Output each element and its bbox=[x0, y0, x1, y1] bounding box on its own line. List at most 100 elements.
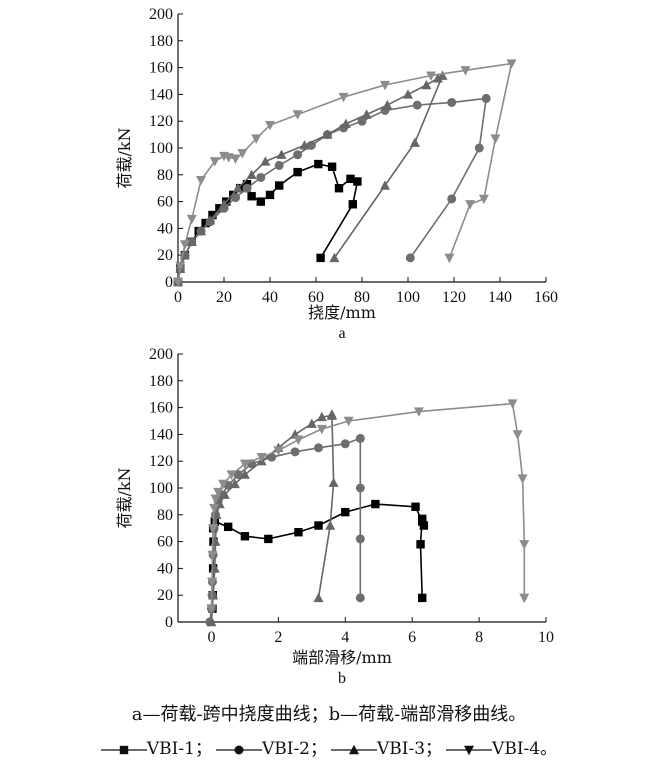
data-point bbox=[265, 190, 275, 200]
legend: VBI-1；VBI-2；VBI-3；VBI-4。 bbox=[0, 734, 658, 759]
data-point bbox=[403, 89, 413, 99]
data-point bbox=[242, 183, 252, 193]
data-point bbox=[265, 121, 275, 131]
data-point bbox=[247, 192, 256, 201]
data-point bbox=[276, 149, 287, 159]
data-point bbox=[314, 521, 323, 530]
x-tick-label: 8 bbox=[475, 629, 483, 646]
series-VBI-3 bbox=[206, 409, 339, 627]
y-axis-label: 荷载/kN bbox=[115, 467, 134, 528]
data-point bbox=[237, 149, 248, 159]
y-tick-label: 140 bbox=[149, 86, 173, 103]
legend-label: VBI-2 bbox=[261, 739, 310, 759]
legend-swatch bbox=[446, 745, 493, 755]
data-point bbox=[465, 200, 476, 210]
data-point bbox=[506, 59, 517, 69]
data-point bbox=[230, 154, 241, 164]
data-point bbox=[206, 616, 217, 627]
data-point bbox=[264, 534, 273, 544]
x-tick-label: 0 bbox=[174, 289, 182, 306]
series-VBI-4 bbox=[173, 59, 517, 288]
data-point bbox=[329, 252, 340, 263]
panel-label: b bbox=[338, 670, 346, 687]
y-tick-label: 180 bbox=[149, 33, 173, 50]
x-tick-label: 20 bbox=[216, 289, 232, 306]
data-point bbox=[275, 181, 284, 190]
data-point bbox=[316, 253, 325, 263]
data-point bbox=[517, 474, 528, 484]
data-point bbox=[233, 470, 243, 480]
data-point bbox=[346, 174, 355, 184]
data-point bbox=[196, 225, 206, 236]
y-tick-label: 200 bbox=[149, 6, 173, 23]
x-axis-label: 端部滑移/mm bbox=[292, 648, 392, 667]
data-point bbox=[426, 71, 436, 81]
data-point bbox=[314, 443, 324, 453]
x-tick-label: 120 bbox=[442, 289, 466, 306]
data-point bbox=[327, 162, 337, 171]
legend-item: VBI-2； bbox=[215, 734, 327, 759]
data-point bbox=[355, 433, 365, 443]
legend-marker bbox=[119, 745, 129, 754]
data-point bbox=[416, 540, 425, 549]
legend-separator: 。 bbox=[540, 739, 558, 759]
series-line bbox=[177, 62, 513, 283]
data-point bbox=[437, 70, 448, 80]
data-point bbox=[418, 593, 427, 603]
x-tick-label: 160 bbox=[534, 289, 558, 306]
legend-swatch bbox=[215, 745, 262, 754]
data-point bbox=[507, 399, 518, 409]
data-point bbox=[208, 210, 217, 220]
x-tick-label: 10 bbox=[538, 629, 554, 646]
data-point bbox=[361, 109, 372, 119]
y-tick-label: 60 bbox=[157, 194, 173, 211]
data-point bbox=[334, 184, 344, 193]
data-point bbox=[219, 199, 229, 209]
data-point bbox=[290, 447, 300, 457]
y-tick-label: 40 bbox=[157, 220, 173, 237]
data-point bbox=[382, 99, 393, 110]
data-point bbox=[179, 240, 190, 250]
y-tick-label: 140 bbox=[149, 426, 173, 443]
data-point bbox=[251, 134, 262, 144]
legend-marker bbox=[234, 745, 244, 754]
y-tick-label: 100 bbox=[149, 480, 173, 497]
data-point bbox=[419, 521, 429, 530]
data-point bbox=[348, 200, 357, 209]
data-point bbox=[447, 97, 457, 107]
data-point bbox=[273, 446, 284, 456]
data-point bbox=[240, 532, 250, 541]
legend-separator: ； bbox=[310, 739, 327, 759]
data-point bbox=[260, 156, 271, 166]
data-point bbox=[380, 80, 390, 91]
data-point bbox=[418, 514, 427, 524]
data-point bbox=[201, 218, 210, 228]
data-point bbox=[186, 236, 197, 246]
data-point bbox=[481, 93, 491, 103]
data-point bbox=[209, 503, 220, 514]
legend-marker bbox=[349, 744, 359, 754]
data-point bbox=[246, 169, 257, 179]
data-point bbox=[209, 157, 220, 167]
y-tick-label: 120 bbox=[149, 113, 173, 130]
data-point bbox=[316, 411, 327, 422]
y-tick-label: 0 bbox=[165, 274, 173, 291]
data-point bbox=[371, 499, 380, 509]
data-point bbox=[219, 489, 230, 499]
data-point bbox=[226, 470, 237, 480]
legend-item: VBI-1； bbox=[100, 734, 212, 759]
data-point bbox=[173, 277, 183, 288]
x-tick-label: 2 bbox=[274, 629, 282, 646]
data-point bbox=[343, 416, 354, 427]
data-point bbox=[205, 215, 216, 225]
data-point bbox=[355, 534, 365, 544]
x-tick-label: 80 bbox=[354, 289, 370, 306]
data-point bbox=[186, 214, 197, 225]
y-tick-label: 100 bbox=[149, 140, 173, 157]
data-point bbox=[207, 577, 218, 587]
legend-label: VBI-3 bbox=[377, 739, 426, 759]
y-axis-label: 荷载/kN bbox=[115, 127, 134, 188]
data-point bbox=[218, 479, 229, 490]
data-point bbox=[239, 469, 250, 479]
